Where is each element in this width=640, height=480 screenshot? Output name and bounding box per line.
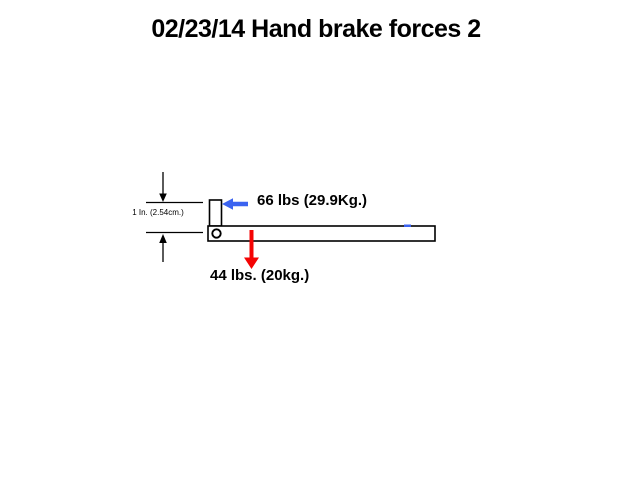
dimension-label: 1 In. (2.54cm.) — [132, 208, 184, 217]
dimension-arrowhead-down-icon — [159, 193, 167, 202]
vertical-force-label: 44 lbs. (20kg.) — [210, 267, 310, 284]
horizontal-force-label: 66 lbs (29.9Kg.) — [257, 192, 368, 209]
slide-title: 02/23/14 Hand brake forces 2 — [151, 15, 481, 43]
vertical-force-arrow-icon — [244, 230, 259, 269]
dimension-annotation — [146, 172, 203, 262]
brake-lever — [207, 199, 436, 242]
pivot-hole-circle — [211, 228, 222, 239]
blue-tick-mark — [404, 224, 411, 227]
horizontal-force-arrow-icon — [222, 198, 248, 210]
brake-handle-rect — [208, 199, 223, 227]
dimension-arrowhead-up-icon — [159, 234, 167, 243]
lever-bar-rect — [207, 225, 436, 242]
